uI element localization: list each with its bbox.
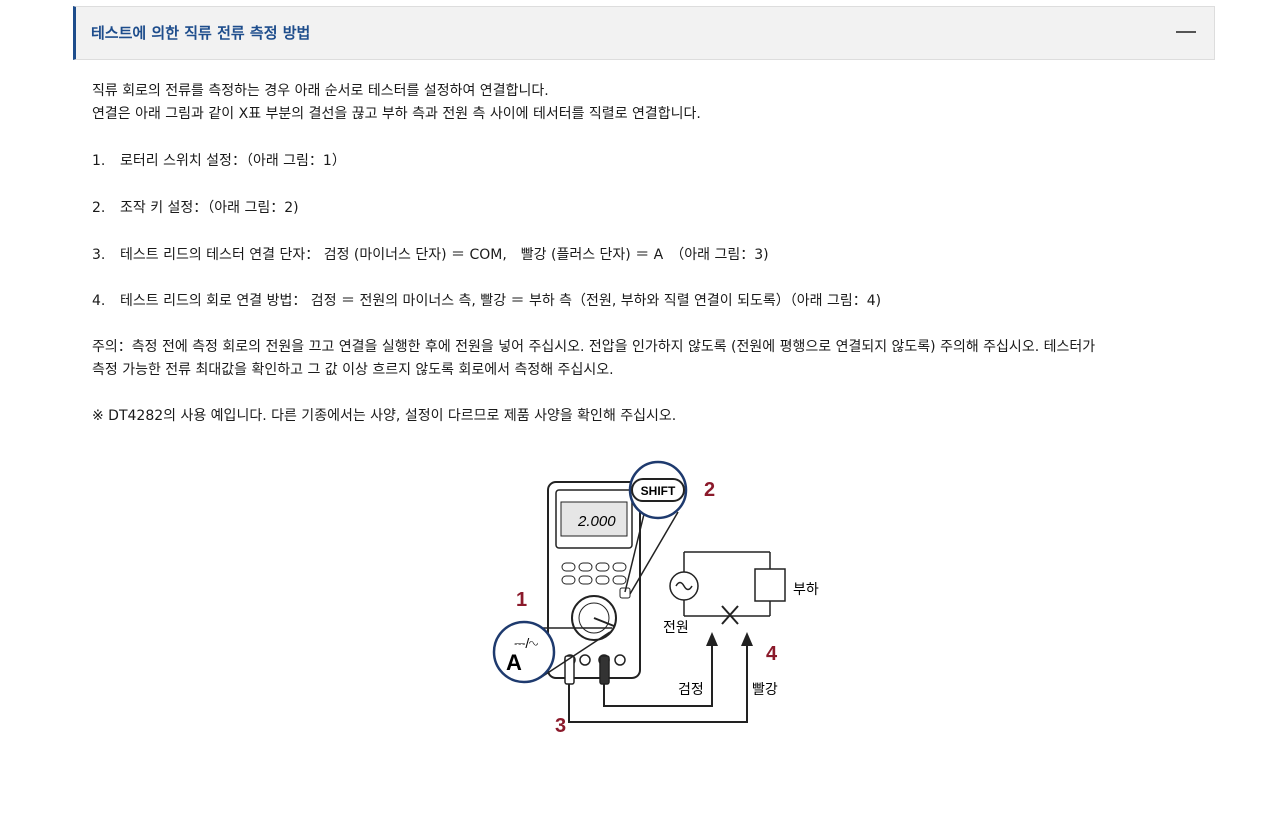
caution-note: 주의：측정 전에 측정 회로의 전원을 끄고 연결을 실행한 후에 전원을 넣어… [92,336,1202,382]
display-value: 2.000 [577,513,616,530]
red-lead-wire [568,642,748,723]
step-text: 조작 키 설정：（아래 그림：2) [120,200,299,216]
intro-paragraph: 직류 회로의 전류를 측정하는 경우 아래 순서로 테스터를 설정하여 연결합니… [92,80,701,126]
tester-illustration: 2.000 [547,481,641,685]
callout-number-3: 3 [555,715,566,737]
callout-number-1: 1 [516,589,527,611]
shift-label: SHIFT [641,484,676,498]
step-4: 4. 테스트 리드의 회로 연결 방법： 검정 ＝ 전원의 마이너스 측, 빨강 … [92,290,881,310]
intro-line-1: 직류 회로의 전류를 측정하는 경우 아래 순서로 테스터를 설정하여 연결합니… [92,83,549,99]
load-label: 부하 [793,581,819,597]
collapse-icon[interactable] [1176,31,1196,33]
step-number: 3. [92,247,106,263]
step-2: 2. 조작 키 설정：（아래 그림：2) [92,197,299,217]
accordion-header[interactable]: 테스트에 의한 직류 전류 측정 방법 [73,6,1215,60]
shift-key [631,478,685,502]
black-lead-arrow-icon [706,632,718,646]
step-text: 테스트 리드의 테스터 연결 단자： 검정 (마이너스 단자) ＝ COM, 빨… [120,247,769,263]
dial-callout-circle [492,620,556,684]
step-number: 1. [92,153,106,169]
accordion-title: 테스트에 의한 직류 전류 측정 방법 [91,24,311,42]
callout-number-4: 4 [766,643,778,665]
load-icon [754,568,786,602]
step-number: 4. [92,293,106,309]
diagram-svg: 2.000 SHIFT [492,460,819,737]
connection-diagram: 2.000 SHIFT [490,460,830,750]
step-number: 2. [92,200,106,216]
ampere-symbol: A [506,650,522,675]
black-lead-wire [603,642,713,707]
model-remark: ※ DT4282의 사용 예입니다. 다른 기종에서는 사양, 설정이 다르므로… [92,408,677,424]
circuit-illustration: 부하 전원 [663,551,819,635]
step-text: 테스트 리드의 회로 연결 방법： 검정 ＝ 전원의 마이너스 측, 빨강 ＝ … [120,293,882,309]
callout-number-2: 2 [704,479,715,501]
black-lead-label: 검정 [678,681,704,697]
red-lead-arrow-icon [741,632,753,646]
source-label: 전원 [663,619,689,635]
step-1: 1. 로터리 스위치 설정：（아래 그림：1） [92,150,346,170]
intro-line-2: 연결은 아래 그림과 같이 X표 부분의 결선을 끊고 부하 측과 전원 측 사… [92,106,701,122]
red-probe-plug [599,655,610,685]
red-lead-label: 빨강 [752,681,778,697]
caution-line-2: 측정 가능한 전류 최대값을 확인하고 그 값 이상 흐르지 않도록 회로에서 … [92,362,614,378]
caution-line-1: 주의：측정 전에 측정 회로의 전원을 끄고 연결을 실행한 후에 전원을 넣어… [92,339,1096,355]
step-text: 로터리 스위치 설정：（아래 그림：1） [120,153,346,169]
dc-ac-symbol: ⎓/∿ [514,635,538,651]
step-3: 3. 테스트 리드의 테스터 연결 단자： 검정 (마이너스 단자) ＝ COM,… [92,244,769,264]
